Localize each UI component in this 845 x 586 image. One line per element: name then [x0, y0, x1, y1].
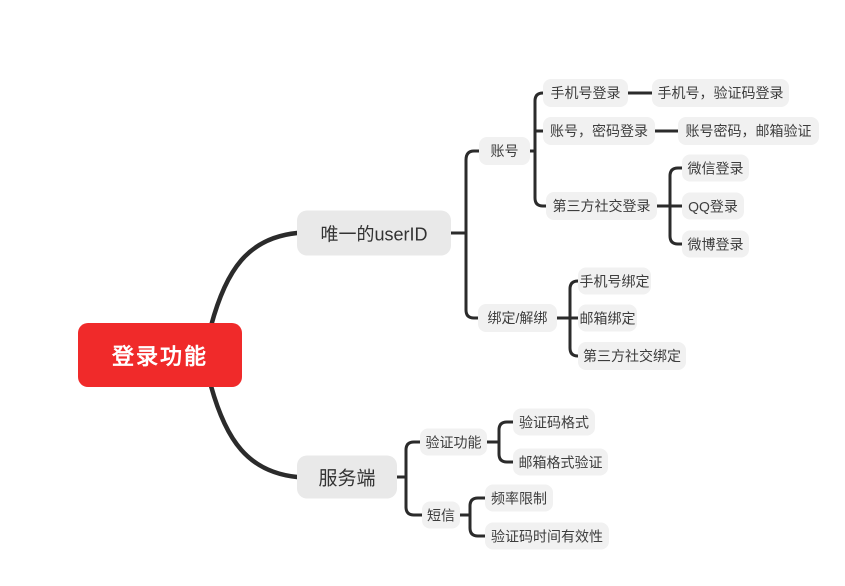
node-phone-login[interactable]: 手机号登录	[543, 79, 628, 107]
connector-third-login-children	[655, 166, 684, 246]
node-account-password-email-verify[interactable]: 账号密码，邮箱验证	[678, 117, 819, 145]
node-account[interactable]: 账号	[479, 137, 530, 165]
node-bind-unbind[interactable]: 绑定/解绑	[478, 304, 557, 332]
node-server[interactable]: 服务端	[297, 455, 397, 499]
node-code-time-validity[interactable]: 验证码时间有效性	[485, 522, 609, 550]
node-third-party-social-bind[interactable]: 第三方社交绑定	[578, 342, 686, 370]
node-unique-userid[interactable]: 唯一的userID	[297, 210, 451, 256]
connector-userid-children	[449, 149, 481, 320]
node-phone-code-login[interactable]: 手机号，验证码登录	[652, 79, 789, 107]
node-code-format[interactable]: 验证码格式	[513, 408, 595, 436]
connector-root-userid	[208, 230, 300, 329]
connector-sms-children	[458, 496, 487, 538]
node-sms[interactable]: 短信	[422, 501, 460, 529]
node-wechat-login[interactable]: 微信登录	[682, 154, 749, 182]
node-weibo-login[interactable]: 微博登录	[682, 230, 749, 258]
connector-server-children	[395, 440, 424, 517]
node-account-password-login[interactable]: 账号，密码登录	[543, 117, 655, 145]
node-email-format-verify[interactable]: 邮箱格式验证	[513, 448, 608, 476]
node-email-bind[interactable]: 邮箱绑定	[578, 304, 637, 332]
connector-verify-children	[485, 420, 515, 464]
connector-bind-children	[555, 279, 580, 358]
node-login-feature[interactable]: 登录功能	[78, 323, 242, 387]
node-rate-limit[interactable]: 频率限制	[485, 484, 553, 512]
node-verify-function[interactable]: 验证功能	[420, 428, 487, 456]
connector-root-server	[208, 383, 300, 480]
connector-account-children	[528, 91, 548, 208]
node-third-party-social-login[interactable]: 第三方社交登录	[546, 192, 657, 220]
node-qq-login[interactable]: QQ登录	[682, 192, 744, 220]
node-phone-bind[interactable]: 手机号绑定	[578, 267, 651, 295]
